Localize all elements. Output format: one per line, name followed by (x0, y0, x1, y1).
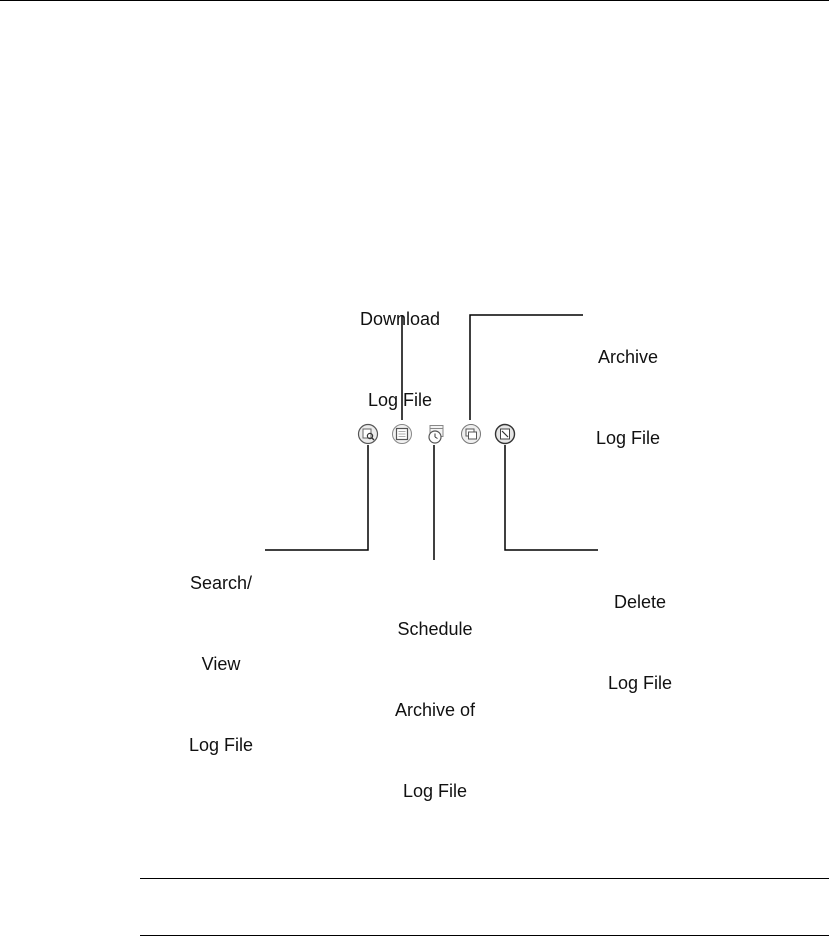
footer-rule-top (140, 878, 829, 879)
delete-label-line-1: Delete (613, 592, 667, 612)
delete-leader-line (504, 445, 598, 551)
download-label-line-1: Download (359, 309, 441, 329)
top-rule (0, 0, 829, 1)
download-log-icon[interactable] (391, 423, 413, 445)
archive-label: Archive Log File (573, 290, 683, 479)
archive-label-line-2: Log File (595, 428, 661, 448)
schedule-archive-icon[interactable] (425, 423, 447, 445)
schedule-archive-label-line-3: Log File (402, 781, 468, 801)
archive-label-line-1: Archive (597, 347, 659, 367)
schedule-archive-label-line-1: Schedule (397, 619, 473, 639)
search-view-label-line-3: Log File (188, 735, 254, 755)
delete-label-line-2: Log File (607, 673, 673, 693)
delete-log-icon[interactable] (494, 423, 516, 445)
search-view-leader-line (265, 445, 369, 551)
schedule-archive-label: Schedule Archive of Log File (375, 562, 495, 832)
search-view-label-line-2: View (201, 654, 241, 674)
search-view-label-line-1: Search/ (189, 573, 253, 593)
archive-log-icon[interactable] (460, 423, 482, 445)
archive-leader-line (469, 314, 583, 420)
download-label: Download Log File (340, 252, 460, 441)
schedule-archive-label-line-2: Archive of (394, 700, 476, 720)
search-view-log-icon[interactable] (357, 423, 379, 445)
delete-label: Delete Log File (590, 535, 690, 724)
search-view-label: Search/ View Log File (171, 516, 271, 786)
download-label-line-2: Log File (367, 390, 433, 410)
